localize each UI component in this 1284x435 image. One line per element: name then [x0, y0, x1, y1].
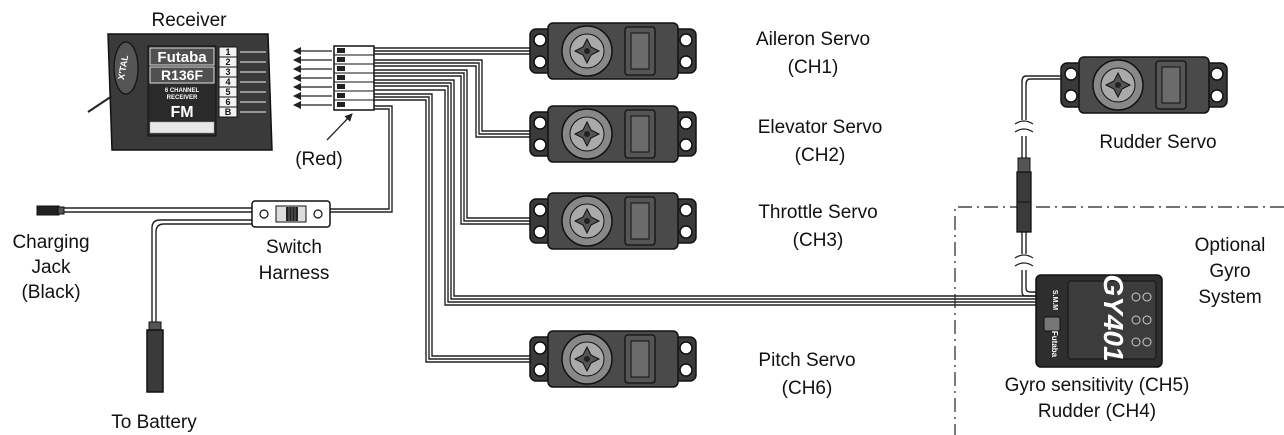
- receiver-blank-label: [149, 121, 215, 134]
- pitch-servo: [529, 330, 697, 388]
- red-label: (Red): [295, 149, 343, 170]
- receiver-subtitle-2: RECEIVER: [167, 95, 198, 101]
- channel-label-b: B: [225, 107, 232, 117]
- channel-label-2: 2: [225, 57, 230, 67]
- aileron-servo-label: Aileron Servo: [756, 29, 870, 50]
- throttle-servo-channel: (CH3): [793, 230, 844, 251]
- plug-arrows: [293, 47, 332, 109]
- rudder-servo: [1060, 56, 1228, 114]
- receiver-brand: Futaba: [157, 49, 207, 66]
- rudder-servo-lead: [1021, 75, 1061, 297]
- charging-jack-plug: [36, 205, 65, 216]
- receiver-band: FM: [170, 104, 193, 121]
- switch-harness-wires: [62, 207, 252, 322]
- pitch-servo-label: Pitch Servo: [758, 350, 855, 371]
- gyro-rudder-label: Rudder (CH4): [1038, 401, 1156, 422]
- channel-label-6: 6: [225, 97, 230, 107]
- aileron-servo-channel: (CH1): [788, 57, 839, 78]
- gyro-unit: S.M.M Futaba GY401: [1035, 274, 1163, 368]
- rudder-extension-plug: [1016, 157, 1032, 233]
- gyro-system-label-3: System: [1198, 287, 1261, 308]
- battery-label: To Battery: [111, 412, 197, 433]
- receiver-subtitle-1: 6 CHANNEL: [165, 88, 200, 94]
- servo-wires: [330, 47, 1036, 363]
- throttle-servo-label: Throttle Servo: [758, 202, 877, 223]
- channel-label-1: 1: [225, 47, 230, 57]
- receiver: Receiver X'TAL Futaba R136F 6 CHANNEL RE…: [87, 10, 273, 151]
- wire-break-symbols: [1014, 120, 1034, 267]
- elevator-servo: [529, 105, 697, 163]
- pitch-servo-channel: (CH6): [782, 378, 833, 399]
- throttle-servo: [529, 192, 697, 250]
- switch: [251, 200, 331, 228]
- switch-harness-label-1: Switch: [266, 237, 322, 258]
- channel-label-5: 5: [225, 87, 230, 97]
- channel-label-3: 3: [225, 67, 230, 77]
- elevator-servo-label: Elevator Servo: [758, 117, 883, 138]
- rudder-servo-label: Rudder Servo: [1099, 132, 1216, 153]
- gyro-sensitivity-label: Gyro sensitivity (CH5): [1005, 375, 1190, 396]
- xtal-crystal: [113, 41, 139, 95]
- receiver-channel-labels: 1 2 3 4 5 6 B: [218, 46, 238, 118]
- charging-jack-label-1: Charging: [12, 232, 89, 253]
- gyro-model-text: GY401: [1098, 274, 1129, 361]
- switch-harness-label-2: Harness: [259, 263, 330, 284]
- channel-label-4: 4: [225, 77, 230, 87]
- charging-jack-label-3: (Black): [21, 282, 80, 303]
- gyro-system-label-1: Optional: [1195, 235, 1266, 256]
- gyro-led: [1043, 316, 1061, 332]
- gyro-system-label-2: Gyro: [1209, 261, 1250, 282]
- xtal-label: X'TAL: [116, 54, 130, 81]
- charging-jack-label-2: Jack: [31, 257, 71, 278]
- connector-block: [333, 45, 375, 111]
- aileron-servo: [529, 22, 697, 80]
- receiver-model: R136F: [161, 67, 203, 83]
- red-pointer-arrow: [326, 113, 353, 141]
- battery-plug: [146, 321, 164, 393]
- receiver-pins: [240, 51, 266, 113]
- elevator-servo-channel: (CH2): [795, 145, 846, 166]
- gyro-brand-text: Futaba: [1050, 331, 1059, 358]
- antenna-wire: [87, 95, 113, 113]
- gyro-system-boundary: [954, 206, 1284, 435]
- receiver-title: Receiver: [152, 10, 228, 31]
- gyro-smm-text: S.M.M: [1051, 290, 1058, 310]
